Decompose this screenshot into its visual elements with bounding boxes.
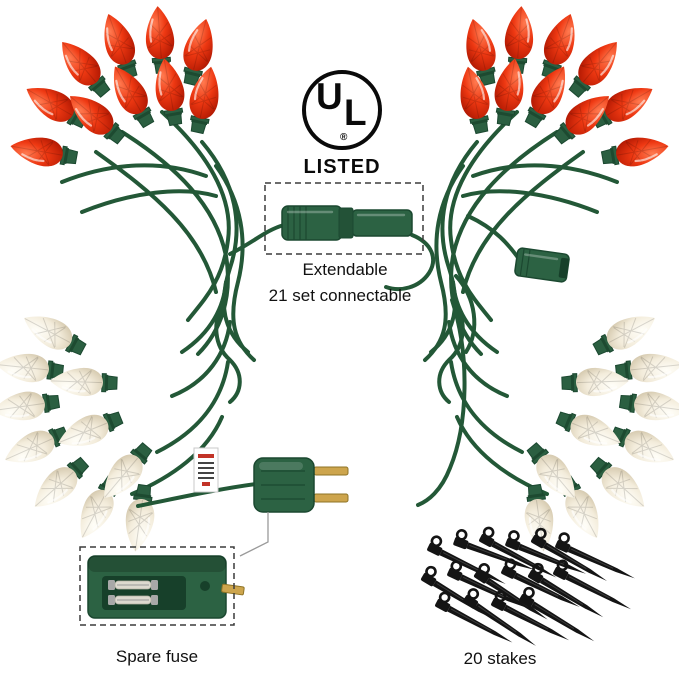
registered-symbol: ® [340,132,348,143]
glass-fuse [108,595,158,605]
right-cord-extras [416,214,521,507]
ul-letter-l: L [344,92,367,133]
c9-bulb-white [120,482,160,555]
fuse-callout-box [79,546,235,626]
ul-circle-icon: U L ® [302,70,382,150]
extendable-caption-line2: 21 set connectable [268,286,412,305]
extendable-caption-line1: Extendable [302,260,388,279]
connector-callout-box [264,182,424,255]
end-connector [514,247,570,283]
c9-bulb-red [142,3,178,76]
plug-prong [313,493,349,503]
red-bulb-cluster [6,3,226,173]
stakes-pile [418,524,642,651]
extendable-connector [281,205,413,241]
ul-certification-mark: U L ® LISTED [300,70,384,179]
glass-fuse [108,580,158,590]
warning-label-tag [193,447,219,493]
plug-prong [313,466,349,476]
ul-letter-u: U [316,76,343,117]
c9-bulb-white [16,304,91,364]
c9-bulb-white [0,418,73,474]
left-cord-extras [136,223,435,508]
spare-fuse-caption: Spare fuse [115,647,199,666]
white-bulb-cluster [0,304,160,555]
light-set-left [0,3,256,555]
power-plug [253,457,349,513]
stakes-caption: 20 stakes [463,649,537,668]
ul-listed-text: LISTED [303,156,381,178]
c9-bulb-white [0,386,62,426]
c9-bulb-red [6,131,81,173]
spare-fuse-inset [79,546,245,626]
fuse-inset-leader-line [239,512,269,557]
